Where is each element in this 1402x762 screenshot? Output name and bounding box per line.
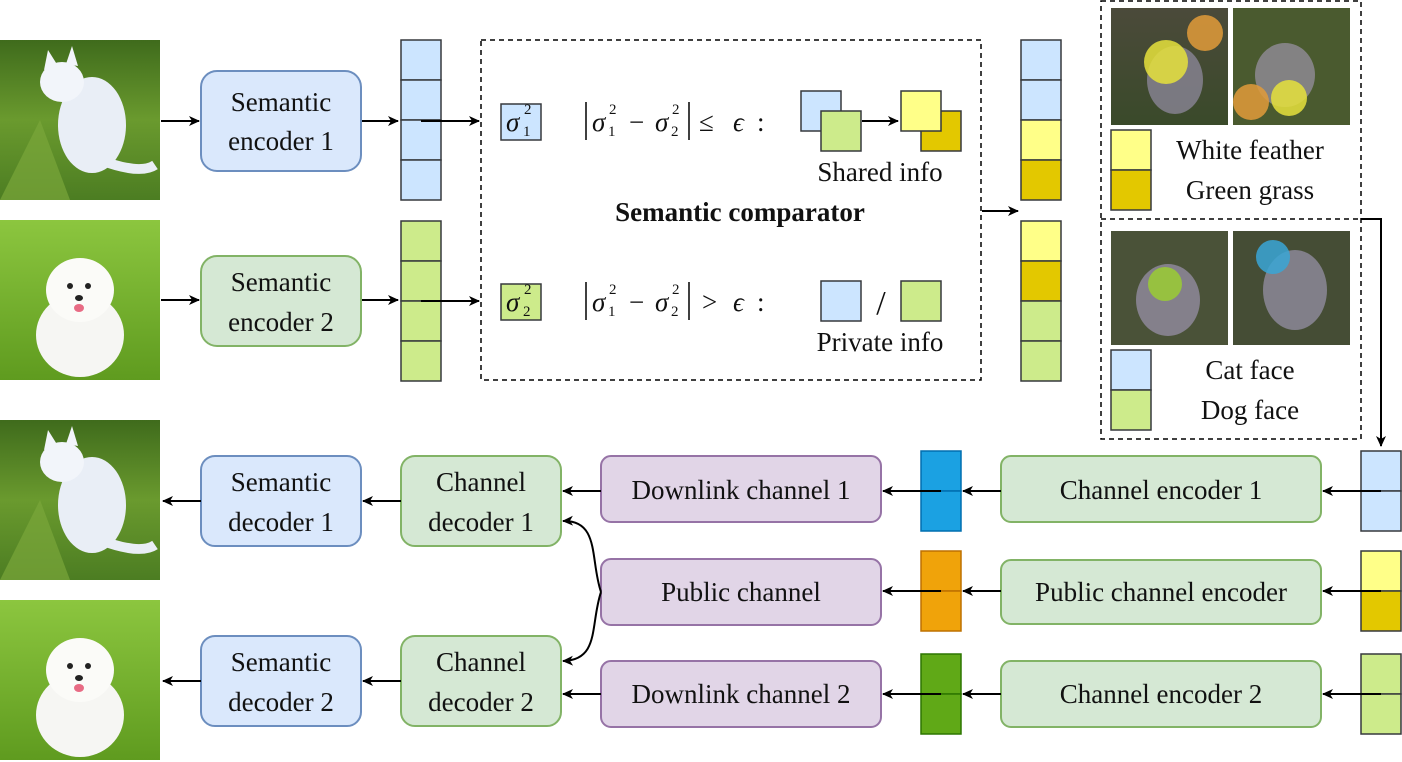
private-attention-thumbnails: [1111, 231, 1350, 345]
channel-decoder-2: Channel decoder 2: [400, 635, 562, 727]
comparator-output-vector-bottom: [1020, 220, 1062, 382]
sigma-1-symbol: σ: [506, 107, 521, 137]
svg-text:σ: σ: [655, 107, 670, 137]
legend-swatch-cat-face: [1110, 349, 1152, 391]
svg-text::: :: [757, 287, 765, 317]
svg-text:1: 1: [608, 124, 616, 140]
legend-panel: White feather Green grass Cat face Dog f…: [1100, 0, 1362, 440]
channel-encoder-1: Channel encoder 1: [1000, 455, 1322, 523]
svg-text:2: 2: [609, 102, 617, 118]
private-info-label: Private info: [817, 327, 944, 357]
legend-green-grass: Green grass: [1186, 175, 1314, 205]
comparator-title: Semantic comparator: [615, 197, 865, 227]
shared-info-label: Shared info: [817, 157, 942, 187]
legend-swatch-green-grass: [1110, 169, 1152, 211]
semantic-decoder-1-line2: decoder 1: [228, 507, 334, 537]
semantic-decoder-2-line1: Semantic: [231, 647, 331, 677]
svg-text:2: 2: [671, 124, 679, 140]
shared-vector: [1360, 550, 1402, 632]
channel-decoder-1-line1: Channel: [436, 467, 526, 497]
shared-info-graphic: [800, 90, 962, 152]
svg-text:1: 1: [608, 304, 616, 320]
semantic-decoder-2-line2: decoder 2: [228, 687, 334, 717]
legend-white-feather: White feather: [1176, 135, 1324, 165]
svg-text:2: 2: [672, 102, 680, 118]
semantic-comparator: Semantic comparator σ 2 1 σ 2 1 − σ 2 2 …: [480, 39, 982, 381]
svg-text:ϵ: ϵ: [733, 107, 745, 137]
semantic-decoder-2: Semantic decoder 2: [200, 635, 362, 727]
arrow-public-to-decoder-1: [562, 515, 602, 593]
channel-decoder-1-line2: decoder 1: [428, 507, 534, 537]
private-vector-1: [1360, 450, 1402, 532]
private-info-graphic: /: [820, 280, 942, 322]
comparator-output-vector-top: [1020, 39, 1062, 201]
arrow-public-to-decoder-2: [562, 591, 602, 666]
channel-code-1: [920, 450, 962, 532]
semantic-encoder-1-line2: encoder 1: [228, 126, 334, 156]
sigma-2-sup: 2: [524, 282, 532, 298]
channel-encoder-2: Channel encoder 2: [1000, 660, 1322, 728]
sigma-1-sup: 2: [524, 102, 532, 118]
channel-code-2: [920, 653, 962, 735]
svg-text:σ: σ: [655, 287, 670, 317]
sigma-2-sub: 2: [523, 304, 531, 320]
svg-text::: :: [757, 107, 765, 137]
sigma-2-box: [500, 283, 542, 321]
semantic-encoder-1-line1: Semantic: [231, 87, 331, 117]
channel-decoder-2-line1: Channel: [436, 647, 526, 677]
channel-decoder-2-line2: decoder 2: [428, 687, 534, 717]
public-channel-encoder: Public channel encoder: [1000, 559, 1322, 625]
semantic-encoder-1: Semantic encoder 1: [200, 70, 362, 172]
downlink-channel-2: Downlink channel 2: [600, 660, 882, 728]
svg-text:−: −: [629, 287, 644, 317]
channel-encoder-2-label: Channel encoder 2: [1060, 679, 1262, 709]
legend-dog-face: Dog face: [1201, 395, 1299, 425]
semantic-encoder-2-line1: Semantic: [231, 267, 331, 297]
dog-input-image: [0, 220, 160, 380]
cat-input-image: [0, 40, 160, 200]
legend-swatch-white-feather: [1110, 129, 1152, 171]
shared-attention-thumbnails: [1111, 8, 1350, 125]
public-channel-label: Public channel: [661, 577, 821, 607]
sigma-1-box: [500, 103, 542, 141]
channel-code-public: [920, 550, 962, 632]
downlink-channel-1: Downlink channel 1: [600, 455, 882, 523]
cat-output-image: [0, 420, 160, 580]
svg-text:σ: σ: [592, 287, 607, 317]
svg-text:2: 2: [671, 304, 679, 320]
channel-decoder-1: Channel decoder 1: [400, 455, 562, 547]
sigma-1-sub: 1: [523, 124, 531, 140]
public-channel-encoder-label: Public channel encoder: [1035, 577, 1287, 607]
shared-relation: ≤: [699, 107, 714, 137]
channel-encoder-1-label: Channel encoder 1: [1060, 475, 1262, 505]
sigma-2-symbol: σ: [506, 287, 521, 317]
svg-text:σ: σ: [592, 107, 607, 137]
semantic-vector-1: [400, 39, 442, 201]
arrow-legend-to-encoder-inputs: [1361, 218, 1386, 447]
private-relation: >: [702, 287, 717, 317]
svg-text:ϵ: ϵ: [733, 287, 745, 317]
semantic-encoder-2-line2: encoder 2: [228, 307, 334, 337]
semantic-decoder-1-line1: Semantic: [231, 467, 331, 497]
svg-text:2: 2: [609, 282, 617, 298]
private-slash: /: [876, 285, 886, 322]
legend-cat-face: Cat face: [1205, 355, 1294, 385]
shared-condition: σ 2 1 − σ 2 2 ≤ ϵ :: [585, 102, 765, 140]
downlink-channel-2-label: Downlink channel 2: [632, 679, 851, 709]
private-condition: σ 2 1 − σ 2 2 > ϵ :: [585, 282, 765, 320]
semantic-vector-2: [400, 220, 442, 382]
public-channel: Public channel: [600, 558, 882, 626]
downlink-channel-1-label: Downlink channel 1: [632, 475, 851, 505]
svg-text:−: −: [629, 107, 644, 137]
semantic-decoder-1: Semantic decoder 1: [200, 455, 362, 547]
semantic-encoder-2: Semantic encoder 2: [200, 255, 362, 347]
legend-swatch-dog-face: [1110, 389, 1152, 431]
dog-output-image: [0, 600, 160, 760]
svg-text:2: 2: [672, 282, 680, 298]
